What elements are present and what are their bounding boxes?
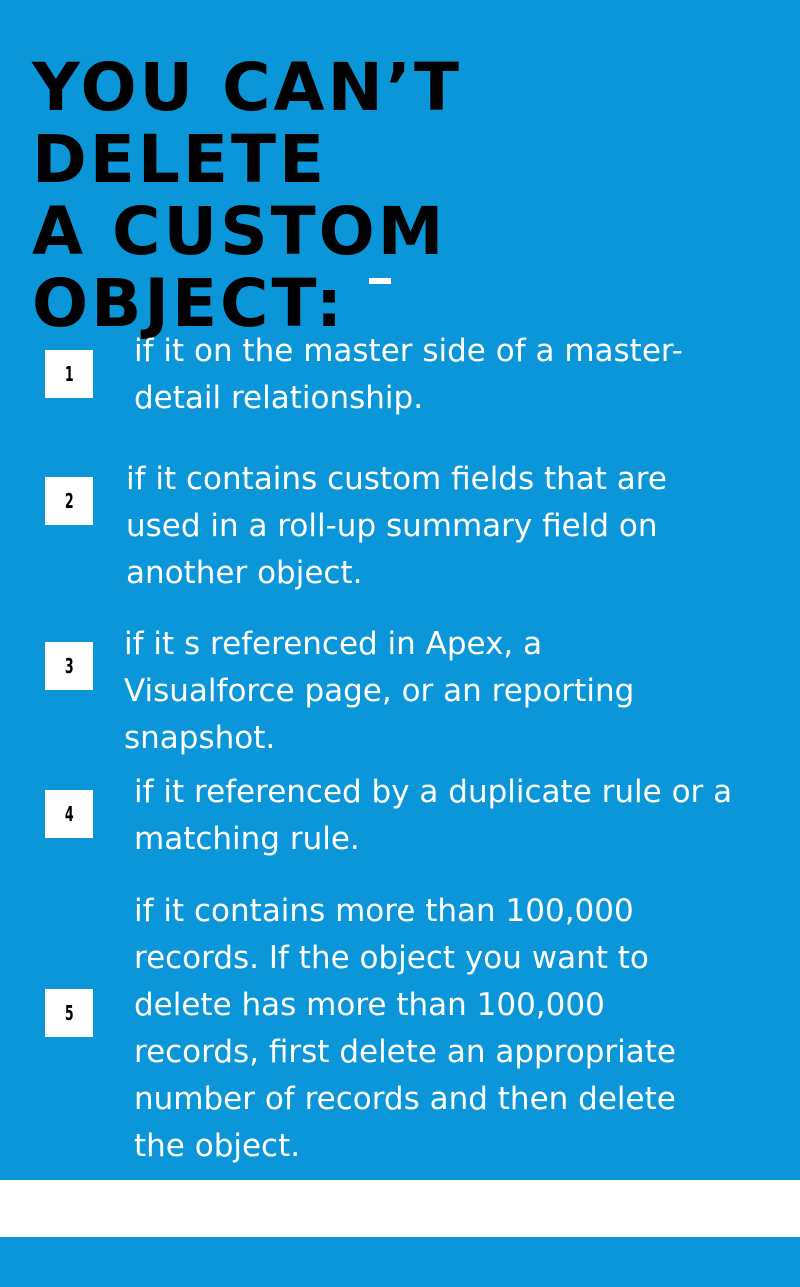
item-number: 2 [64, 489, 74, 513]
item-number: 3 [64, 654, 74, 678]
item-number-badge: 2 [45, 477, 93, 525]
bottom-blue-band [0, 1237, 800, 1287]
item-number-badge: 1 [45, 350, 93, 398]
title-dash-divider [369, 278, 391, 284]
item-text: if it contains more than 100,000 records… [134, 893, 676, 1164]
item-text: if it contains custom fields that are us… [126, 461, 667, 591]
item-number: 4 [64, 802, 74, 826]
blue-panel [0, 0, 800, 1180]
item-number: 1 [64, 362, 74, 386]
item-number-badge: 3 [45, 642, 93, 690]
item-text: if it referenced by a duplicate rule or … [134, 774, 733, 857]
item-number-badge: 5 [45, 989, 93, 1037]
item-text: if it on the master side of a master-det… [134, 333, 683, 416]
item-number-badge: 4 [45, 790, 93, 838]
page-title: YOU CAN’T DELETE A CUSTOM OBJECT: [32, 49, 462, 342]
item-text: if it s referenced in Apex, a Visualforc… [124, 626, 635, 756]
item-number: 5 [64, 1001, 74, 1025]
